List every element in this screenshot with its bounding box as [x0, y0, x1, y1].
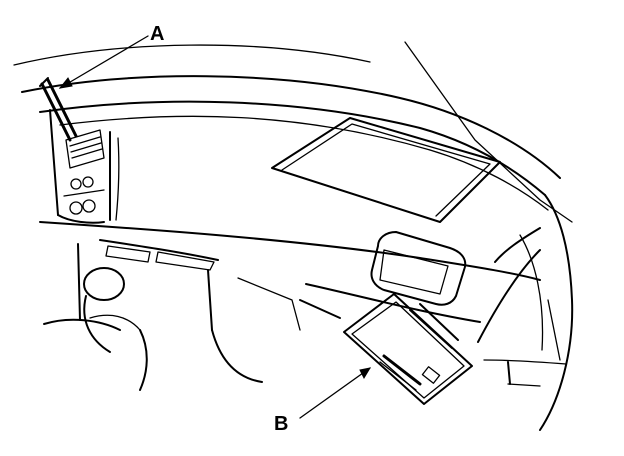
passenger-vent	[370, 231, 467, 306]
arrowheads	[58, 77, 372, 380]
door-panel	[477, 249, 567, 387]
trim-tool-a	[39, 77, 78, 142]
callout-b: B	[274, 413, 288, 435]
center-stack	[49, 109, 105, 224]
shift-knob	[43, 267, 148, 391]
dashboard-face	[39, 131, 574, 431]
trim-tool-b	[343, 293, 473, 405]
arrow-a-head	[58, 77, 73, 89]
defroster-vent	[271, 117, 501, 223]
glove-box	[77, 239, 219, 331]
console-lower	[211, 277, 481, 383]
leader-lines	[59, 35, 371, 419]
windshield-lines	[13, 41, 573, 223]
callout-a: A	[150, 23, 164, 45]
arrow-b-head	[359, 367, 372, 380]
